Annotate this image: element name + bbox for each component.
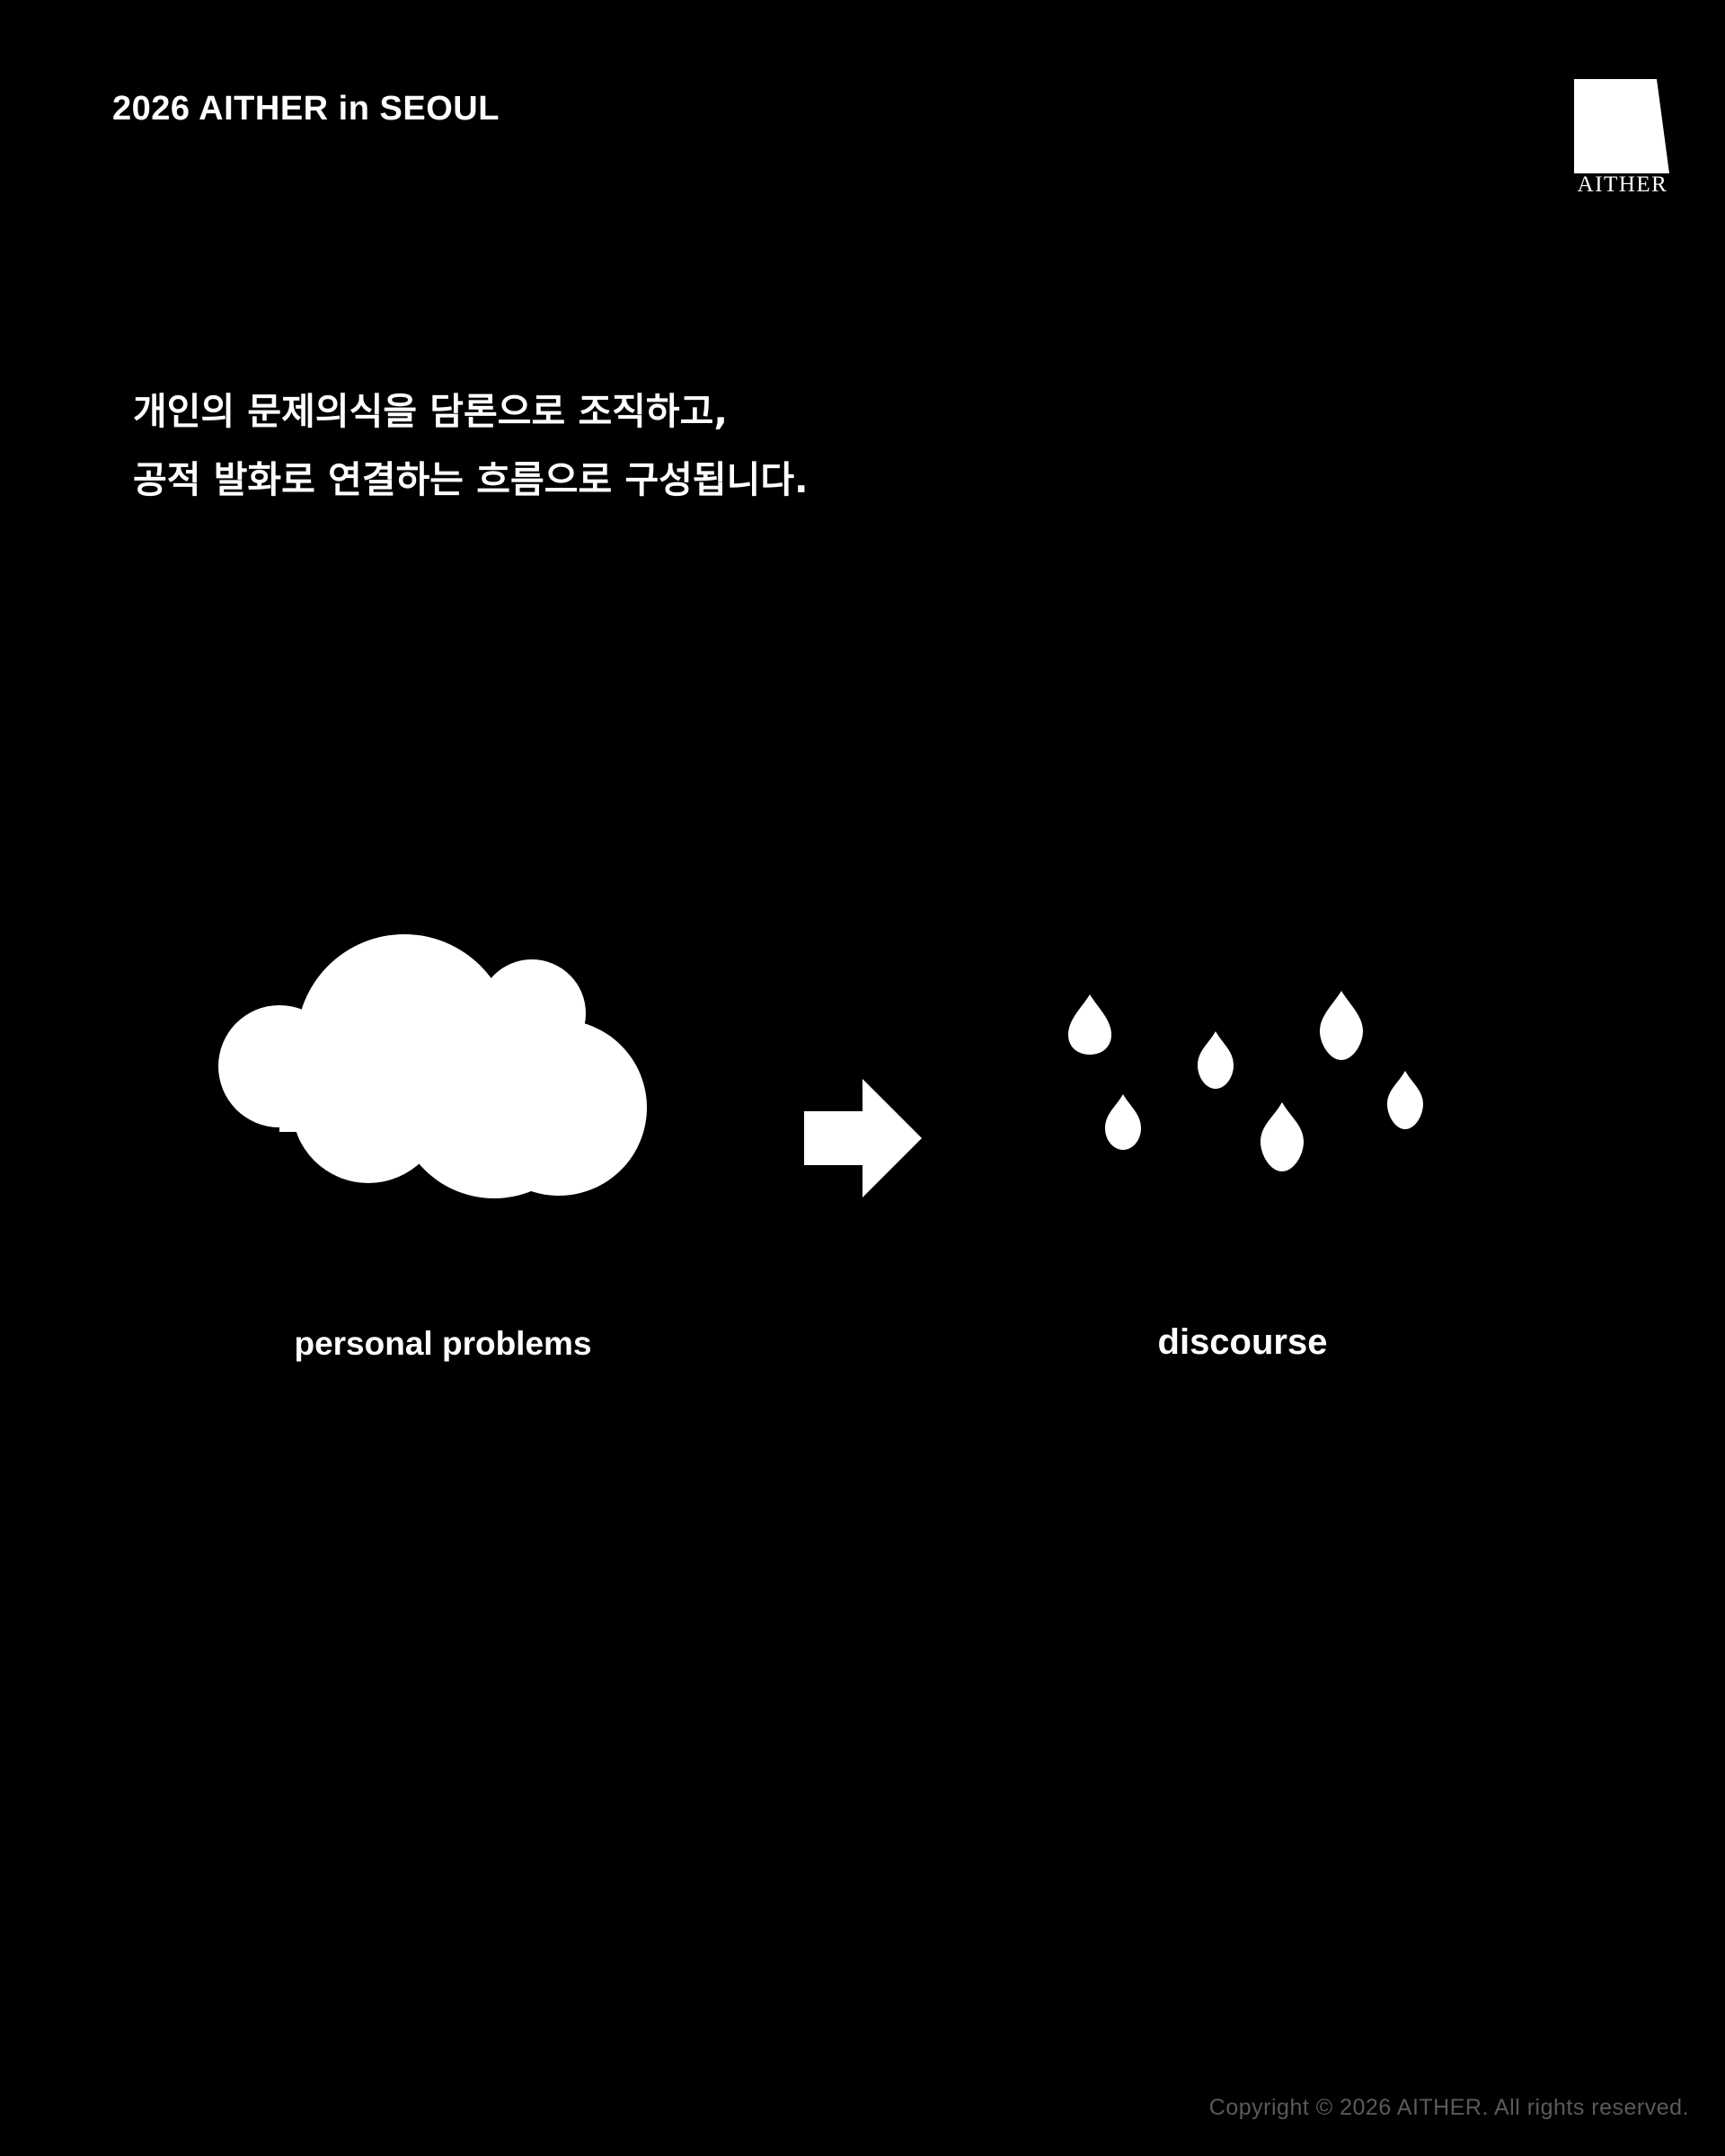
raindrop-icon — [1068, 994, 1111, 1055]
logo-trapezoid-icon — [1574, 79, 1669, 173]
raindrop-icon — [1387, 1071, 1423, 1129]
intro-text: 개인의 문제의식을 담론으로 조직하고, 공적 발화로 연결하는 흐름으로 구성… — [133, 377, 809, 514]
raindrop-icon — [1261, 1102, 1304, 1171]
raindrops-icon — [1068, 991, 1423, 1171]
event-title: 2026 AITHER in SEOUL — [112, 90, 500, 128]
aither-logo: AITHER — [1572, 79, 1673, 200]
raindrop-icon — [1320, 991, 1363, 1060]
intro-line-2: 공적 발화로 연결하는 흐름으로 구성됩니다. — [133, 458, 809, 501]
intro-line-1: 개인의 문제의식을 담론으로 조직하고, — [133, 390, 728, 433]
copyright-notice: Copyright © 2026 AITHER. All rights rese… — [1208, 2095, 1689, 2120]
arrow-right-icon — [804, 1079, 922, 1197]
logo-wordmark: AITHER — [1577, 172, 1668, 197]
raindrop-icon — [1105, 1094, 1141, 1150]
discourse-label: discourse — [1157, 1322, 1328, 1362]
cloud-icon — [218, 934, 647, 1198]
flow-diagram — [0, 898, 1725, 1401]
raindrop-icon — [1198, 1031, 1234, 1089]
personal-problems-label: personal problems — [294, 1325, 592, 1362]
